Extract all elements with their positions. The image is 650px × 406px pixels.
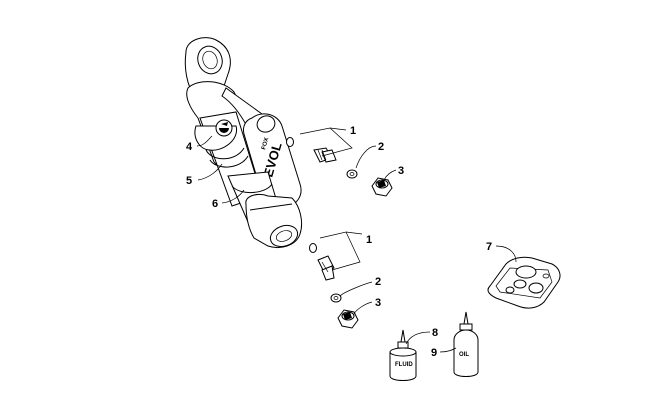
shock-absorber-icon: EVOL FOX [184,37,303,248]
oring-icon [309,243,317,253]
washer-icon [330,293,342,303]
oil-label: OIL [459,352,469,358]
lower-fitting-group [309,231,363,329]
oring-icon [286,137,294,147]
cap-nut-icon [337,309,359,329]
callout-9: 9 [431,347,437,359]
callout-2-lower: 2 [375,276,381,288]
fluid-label: FLUID [395,362,413,368]
callout-8: 8 [432,327,438,339]
callout-3-lower: 3 [375,297,381,309]
callout-2-upper: 2 [378,141,384,153]
svg-text:FOX: FOX [261,137,270,151]
oil-bottle-icon: OIL [453,311,479,377]
callout-4: 4 [186,141,193,153]
seal-kit-icon [487,256,561,309]
callout-3-upper: 3 [398,165,404,177]
upper-fitting-group [286,127,393,197]
callout-6: 6 [212,198,218,210]
fitting-icon [317,255,335,281]
callout-1-upper: 1 [350,125,356,137]
callout-5: 5 [186,175,192,187]
washer-icon [346,169,358,179]
cap-nut-icon [371,177,393,197]
callout-7: 7 [486,241,492,253]
leader-lines [196,135,517,353]
fluid-bottle-icon: FLUID [389,329,417,381]
callout-1-lower: 1 [366,234,372,246]
